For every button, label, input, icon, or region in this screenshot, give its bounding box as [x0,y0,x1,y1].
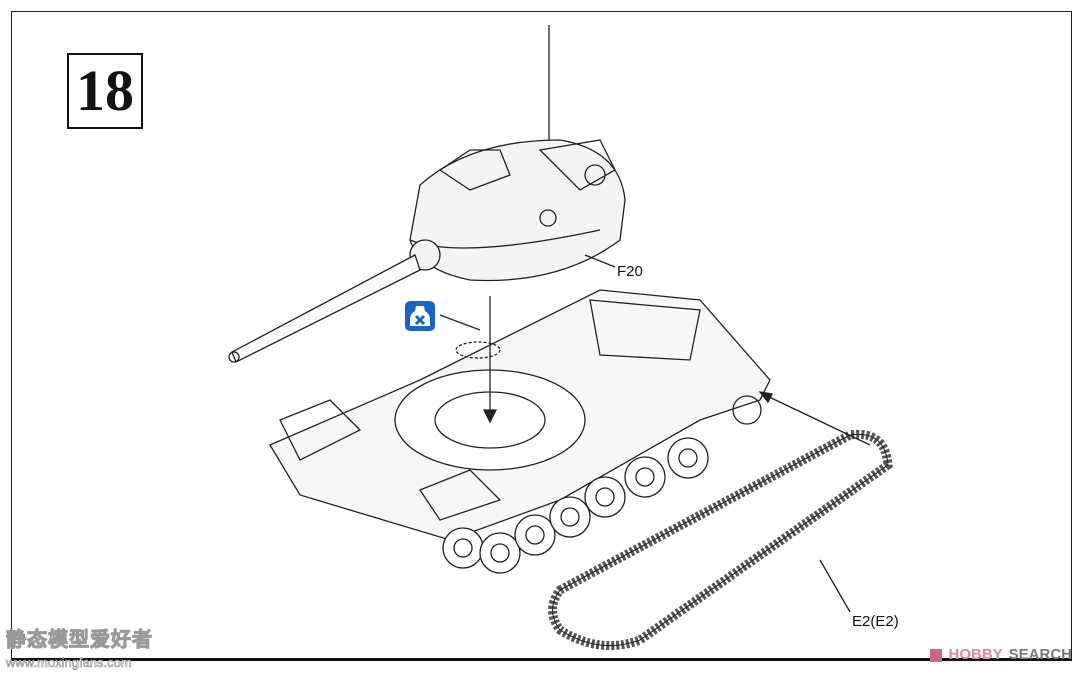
turret-label-leader [584,254,616,268]
watermark-site-cn: 静态模型爱好者 [6,629,153,652]
step-number: 18 [67,53,143,129]
hull [269,289,771,541]
glue-leader [439,314,481,331]
turret-f20 [228,139,626,363]
page-frame [11,11,1072,661]
watermark-site-url: www.moxingfans.com [6,655,132,671]
watermark-hobby: HOBBY [948,646,1003,663]
watermark-hobby-search: HOBBY SEARCH [930,646,1072,664]
cement-bottle-icon [405,301,435,331]
watermark-search: SEARCH [1008,646,1072,663]
track-label-leader [819,559,851,613]
road-wheels [442,395,762,574]
hobby-search-logo-icon [930,648,943,662]
track-leader-arrow [764,394,871,446]
track-e2 [548,429,893,651]
part-label-e2: E2(E2) [852,613,899,630]
part-label-f20: F20 [617,263,643,280]
